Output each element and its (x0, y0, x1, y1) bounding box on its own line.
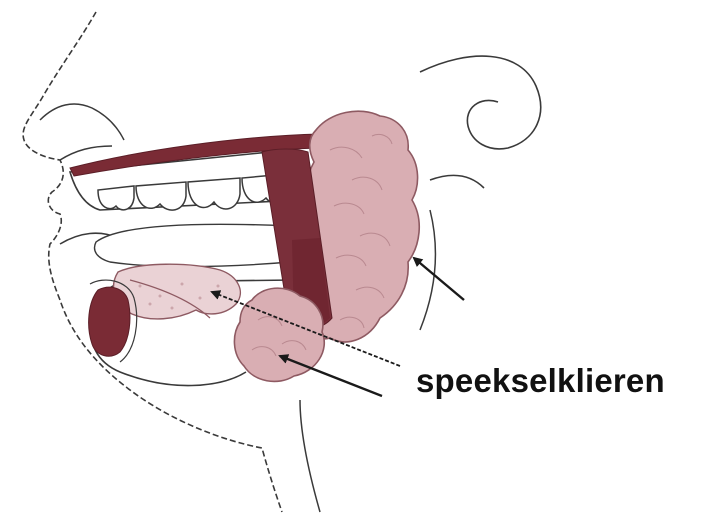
arrow-to-parotid-gland (414, 258, 464, 300)
sublingual-gland (114, 264, 241, 319)
diagram-label: speekselklieren (416, 362, 665, 400)
ear-outline (420, 56, 541, 188)
tongue-outline (95, 224, 298, 266)
mandible-section (89, 287, 130, 356)
nasal-cavity-outline (40, 104, 124, 160)
